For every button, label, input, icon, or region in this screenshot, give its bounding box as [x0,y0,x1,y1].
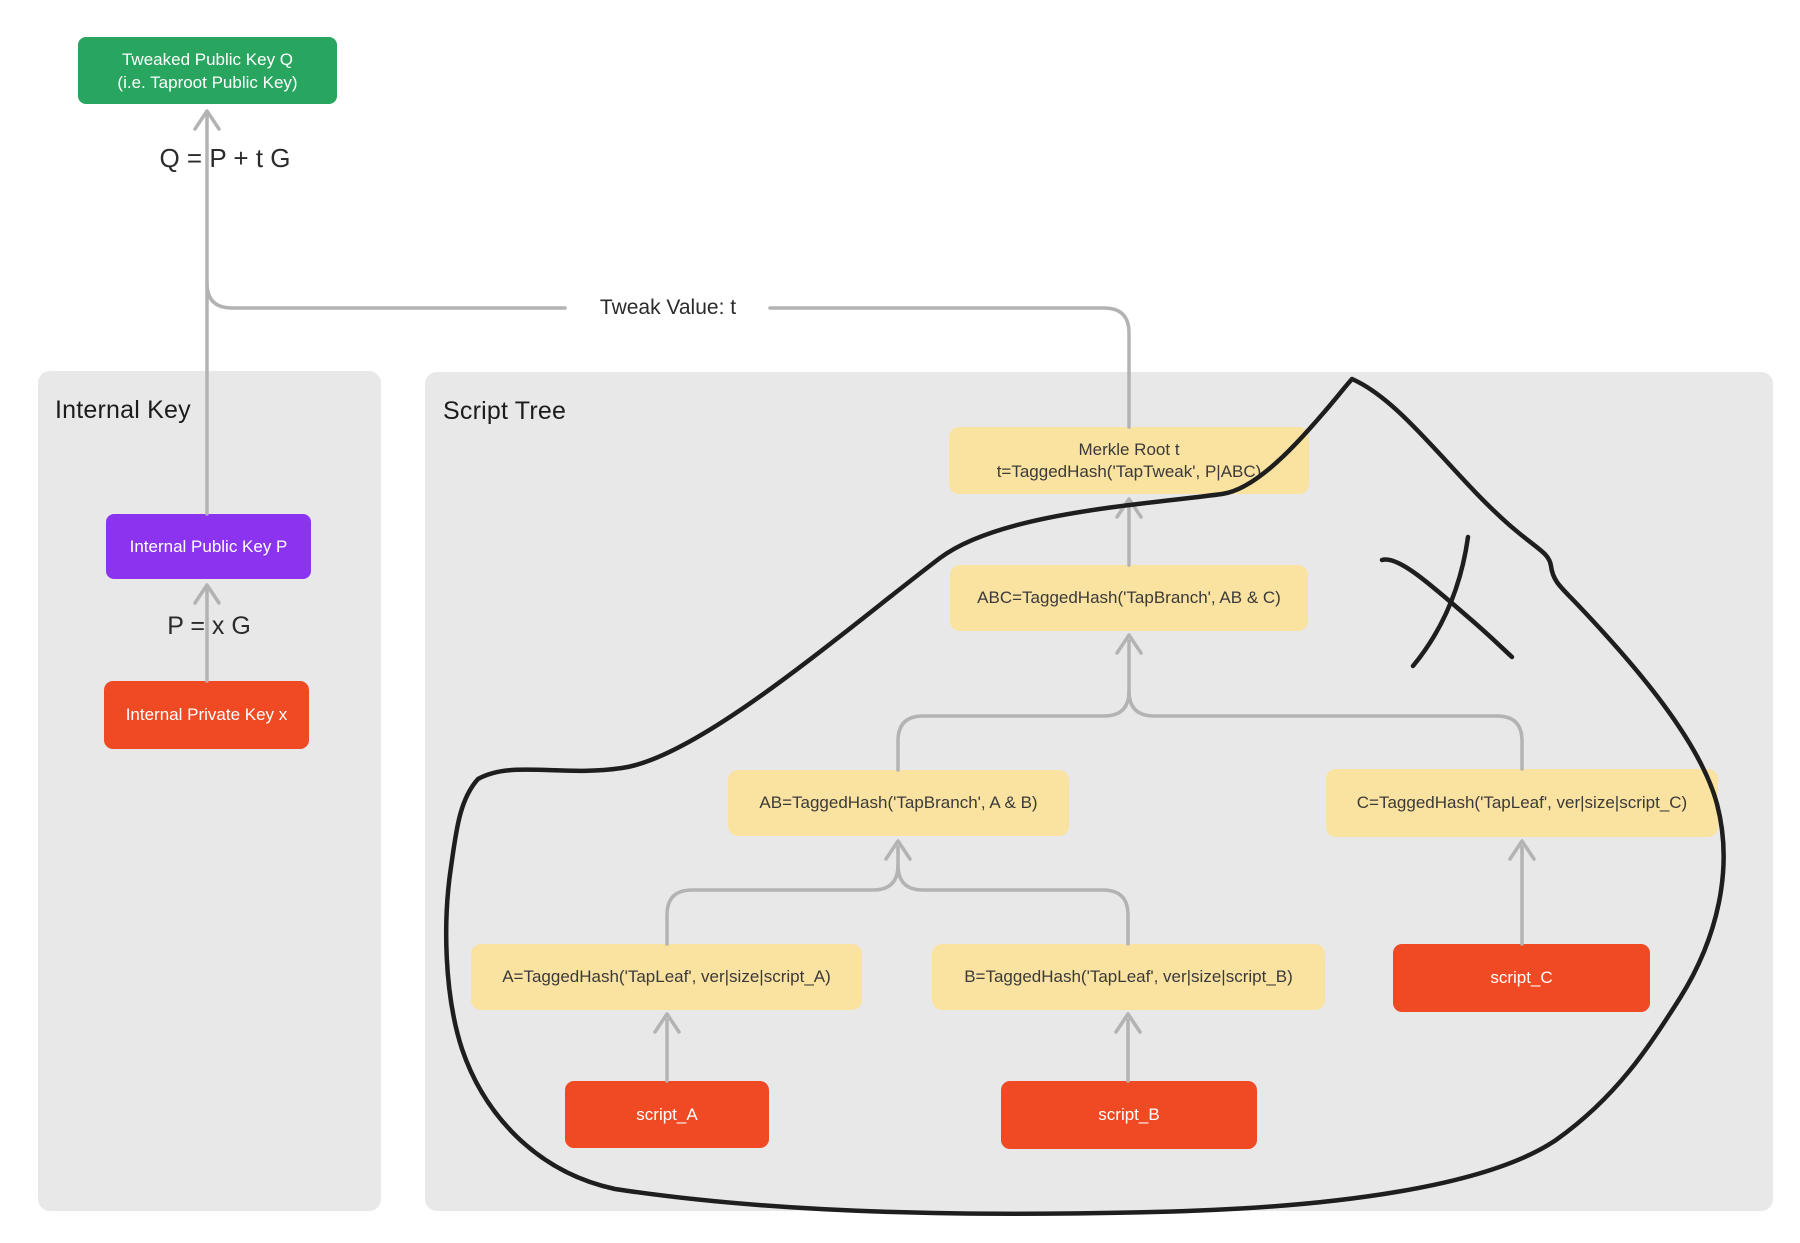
formula-q: Q = P + t G [159,143,291,173]
b-hash-label: B=TaggedHash('TapLeaf', ver|size|script_… [964,967,1293,986]
tweak-value-label: Tweak Value: t [599,296,737,319]
script-tree-title: Script Tree [443,397,567,425]
tweaked-public-key-line1: Tweaked Public Key Q [121,49,294,69]
script-a-node: script_A [565,1081,769,1148]
merkle-root-line1: Merkle Root t [1078,439,1180,459]
script-c-label: script_C [1490,968,1553,987]
ab-hash-node: AB=TaggedHash('TapBranch', A & B) [728,770,1069,836]
merkle-root-line2: t=TaggedHash('TapTweak', P|ABC) [996,461,1262,481]
ab-hash-label: AB=TaggedHash('TapBranch', A & B) [759,793,1038,812]
b-hash-node: B=TaggedHash('TapLeaf', ver|size|script_… [932,944,1325,1010]
internal-public-key-node: Internal Public Key P [106,514,311,579]
merkle-root-node: Merkle Root t t=TaggedHash('TapTweak', P… [949,427,1309,494]
script-a-label: script_A [636,1104,698,1124]
internal-key-title: Internal Key [55,396,191,424]
arrowhead-into-tweaked-key [193,109,221,131]
internal-public-key-label: Internal Public Key P [129,536,288,556]
script-b-label: script_B [1098,1105,1160,1124]
tweaked-public-key-node: Tweaked Public Key Q (i.e. Taproot Publi… [78,37,337,104]
formula-p: P = x G [167,612,251,640]
abc-hash-label: ABC=TaggedHash('TapBranch', AB & C) [977,588,1281,607]
c-hash-label: C=TaggedHash('TapLeaf', ver|size|script_… [1356,793,1688,812]
c-hash-node: C=TaggedHash('TapLeaf', ver|size|script_… [1326,769,1718,837]
a-hash-label: A=TaggedHash('TapLeaf', ver|size|script_… [502,967,831,986]
script-c-node: script_C [1393,944,1650,1012]
internal-key-panel [38,371,381,1211]
internal-private-key-node: Internal Private Key x [104,681,309,749]
tweaked-public-key-line2: (i.e. Taproot Public Key) [117,72,298,92]
connector-tweak-left [205,281,567,310]
script-b-node: script_B [1001,1081,1257,1149]
internal-private-key-label: Internal Private Key x [125,705,288,724]
a-hash-node: A=TaggedHash('TapLeaf', ver|size|script_… [471,944,862,1010]
abc-hash-node: ABC=TaggedHash('TapBranch', AB & C) [950,565,1308,631]
